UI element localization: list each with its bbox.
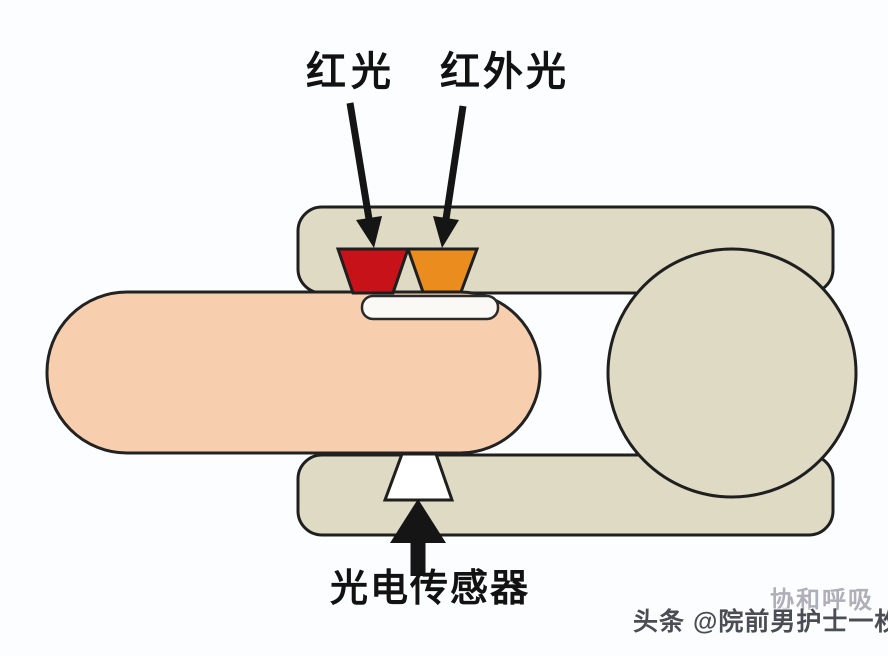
watermark-main: 头条 @院前男护士一枚 [633,608,888,636]
clip-top-jaw-outline [296,205,835,295]
clip-bottom-jaw-outline [296,453,835,537]
photo-sensor-arrow [390,499,446,576]
red-led-outline [335,247,411,295]
infrared-led-shape [408,249,477,292]
red-light-label: 红光 [306,50,396,94]
infrared-light-arrowhead [433,216,459,248]
infrared-light-label: 红外光 [440,50,569,94]
red-light-arrow-shaft [346,102,373,220]
fingernail-shape [360,294,500,321]
red-light-arrow [346,102,382,248]
photo-sensor-shape [385,454,452,500]
red-led-shape [338,249,408,293]
clip-hinge-circle [608,249,856,497]
finger-shape [45,290,542,455]
photo-sensor-label: 光电传感器 [330,568,531,610]
photo-sensor-arrowhead [390,499,446,543]
photo-sensor-outline [382,452,455,502]
infrared-led-outline [405,247,480,294]
red-light-arrowhead [356,216,382,248]
infrared-light-arrow [433,105,467,248]
watermark-faint: 协和呼吸 [770,587,874,614]
infrared-light-arrow-shaft [442,105,467,220]
clip-hinge-circle-outline [606,247,858,499]
